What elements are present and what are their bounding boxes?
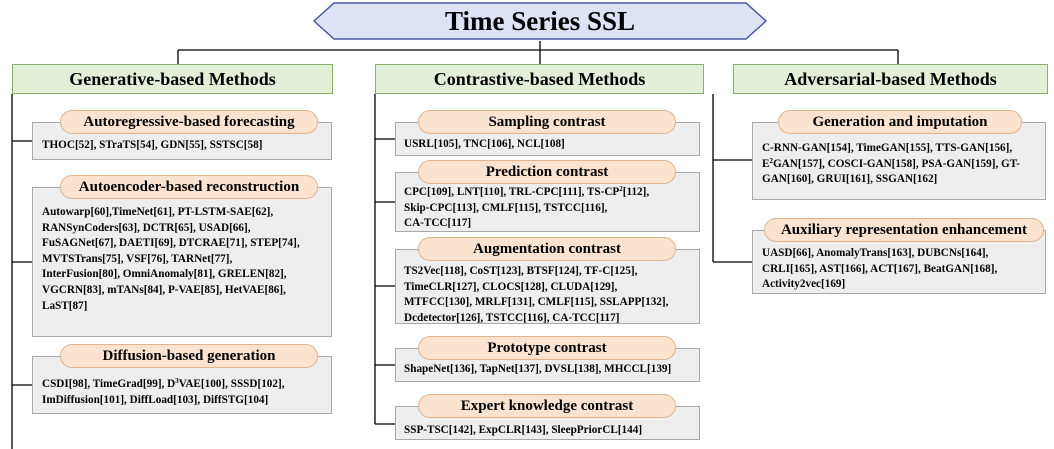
reference-line: InterFusion[80], OmniAnomaly[81], GRELEN… [42, 268, 287, 281]
references-box-autoencoder [32, 187, 332, 337]
category-contrastive: Contrastive-based Methods [375, 64, 704, 94]
reference-line: MVTSTrans[75], VSF[76], TARNet[77], [42, 252, 233, 265]
reference-line: TS2Vec[118], CoST[123], BTSF[124], TF-C[… [404, 265, 638, 277]
category-generative: Generative-based Methods [12, 64, 333, 94]
references-sampling: USRL[105], TNC[106], NCL[108] [404, 137, 565, 153]
references-box-augmentation [395, 249, 700, 324]
references-expert: SSP-TSC[142], ExpCLR[143], SleepPriorCL[… [404, 423, 642, 439]
group-diffusion-generation: Diffusion-based generation [60, 344, 318, 368]
references-auxiliary: UASD[66], AnomalyTrans[163], DUBCNs[164]… [762, 246, 997, 293]
reference-line: E2GAN[157], COSCI-GAN[158], PSA-GAN[159]… [762, 156, 1020, 170]
reference-line: SSP-TSC[142], ExpCLR[143], SleepPriorCL[… [404, 424, 643, 436]
reference-line: ImDiffusion[101], DiffLoad[103], DiffSTG… [42, 393, 269, 406]
reference-line: Dcdetector[126], TSTCC[116], CA-TCC[117] [404, 311, 620, 324]
group-autoencoder-reconstruction: Autoencoder-based reconstruction [60, 175, 318, 199]
reference-line: USRL[105], TNC[106], NCL[108] [404, 138, 565, 150]
group-generation-imputation: Generation and imputation [778, 110, 1022, 134]
references-autoregressive: THOC[52], STraTS[54], GDN[55], SSTSC[58] [42, 138, 262, 154]
reference-line: VGCRN[83], mTANs[84], P-VAE[85], HetVAE[… [42, 283, 286, 296]
reference-line: MTFCC[130], MRLF[131], CMLF[115], SSLAPP… [404, 296, 669, 309]
diagram-title: Time Series SSL [444, 5, 635, 36]
reference-line: CSDI[98], TimeGrad[99], D3VAE[100], SSSD… [42, 377, 285, 391]
reference-line: CA-TCC[117] [404, 217, 472, 230]
reference-line: TimeCLR[127], CLOCS[128], CLUDA[129], [404, 280, 618, 293]
references-prototype: ShapeNet[136], TapNet[137], DVSL[138], M… [404, 362, 671, 378]
reference-line: THOC[52], STraTS[54], GDN[55], SSTSC[58] [42, 139, 263, 151]
references-box-generation [752, 122, 1046, 200]
reference-line: LaST[87] [42, 299, 88, 312]
reference-line: CRLI[165], AST[166], ACT[167], BeatGAN[1… [762, 262, 998, 275]
reference-line: RANSynCoders[63], DCTR[65], USAD[66], [42, 221, 251, 234]
group-augmentation-contrast: Augmentation contrast [418, 237, 676, 261]
references-diffusion: CSDI[98], TimeGrad[99], D3VAE[100], SSSD… [42, 377, 285, 408]
group-autoregressive-forecasting: Autoregressive-based forecasting [60, 110, 318, 134]
reference-line: Autowarp[60],TimeNet[61], PT-LSTM-SAE[62… [42, 206, 274, 218]
references-generation: C-RNN-GAN[154], TimeGAN[155], TTS-GAN[15… [762, 141, 1020, 188]
references-augmentation: TS2Vec[118], CoST[123], BTSF[124], TF-C[… [404, 264, 668, 326]
group-sampling-contrast: Sampling contrast [418, 110, 676, 134]
references-autoencoder: Autowarp[60],TimeNet[61], PT-LSTM-SAE[62… [42, 205, 300, 314]
reference-line: UASD[66], AnomalyTrans[163], DUBCNs[164]… [762, 247, 989, 259]
group-expert-knowledge-contrast: Expert knowledge contrast [418, 394, 676, 418]
reference-line: C-RNN-GAN[154], TimeGAN[155], TTS-GAN[15… [762, 142, 1013, 154]
group-prototype-contrast: Prototype contrast [418, 336, 676, 360]
references-prediction: CPC[109], LNT[110], TRL-CPC[111], TS-CP2… [404, 185, 649, 232]
reference-line: ShapeNet[136], TapNet[137], DVSL[138], M… [404, 363, 672, 375]
category-adversarial: Adversarial-based Methods [733, 64, 1048, 94]
reference-line: Skip-CPC[113], CMLF[115], TSTCC[116], [404, 201, 608, 214]
reference-line: Activity2vec[169] [762, 278, 846, 291]
reference-line: CPC[109], LNT[110], TRL-CPC[111], TS-CP2… [404, 185, 650, 199]
reference-line: FuSAGNet[67], DAETI[69], DTCRAE[71], STE… [42, 237, 300, 250]
title-hexagon [312, 2, 768, 40]
group-prediction-contrast: Prediction contrast [418, 160, 676, 184]
group-auxiliary-representation: Auxiliary representation enhancement [764, 218, 1044, 242]
reference-line: GAN[160], GRUI[161], SSGAN[162] [762, 173, 938, 186]
